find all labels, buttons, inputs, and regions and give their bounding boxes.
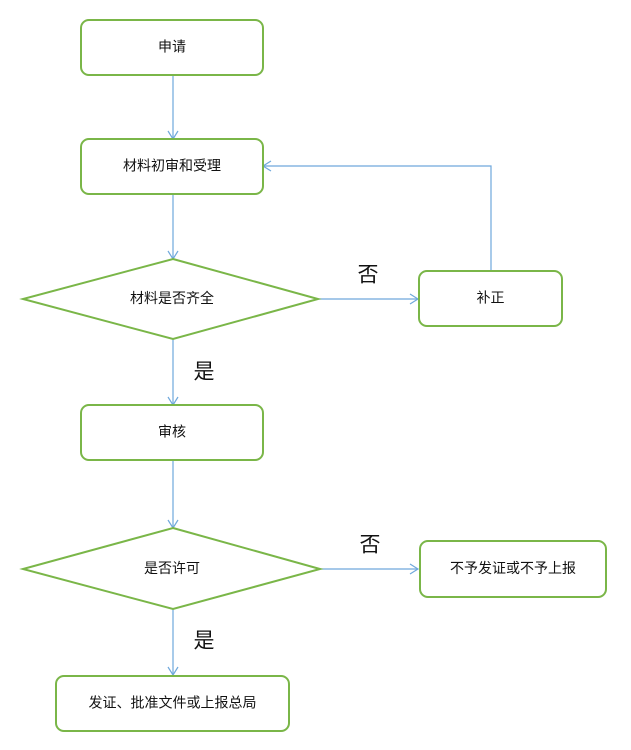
node-permit-diamond	[19, 526, 324, 611]
edge-label-permit-yes: 是	[194, 629, 215, 653]
node-materials-complete: 材料是否齐全	[19, 257, 322, 341]
node-supplement-box	[418, 270, 563, 327]
node-deny: 不予发证或不予上报	[419, 540, 607, 598]
node-supplement: 补正	[418, 270, 563, 327]
edge-label-materials-no: 否	[358, 263, 379, 287]
arrowhead	[409, 563, 420, 575]
node-issue-box	[55, 675, 290, 732]
node-apply-label: 申请	[158, 40, 186, 56]
node-apply-box	[80, 19, 264, 76]
node-initial-review-label: 材料初审和受理	[123, 158, 221, 175]
node-deny-box	[419, 540, 607, 598]
node-initial-review: 材料初审和受理	[80, 138, 264, 195]
node-deny-label: 不予发证或不予上报	[450, 561, 576, 577]
node-permit-label: 是否许可	[144, 561, 200, 577]
node-review-label: 审核	[158, 425, 186, 441]
node-initial-review-box	[80, 138, 264, 195]
node-materials-complete-label: 材料是否齐全	[130, 290, 214, 307]
node-materials-complete-diamond	[19, 257, 322, 341]
node-review: 审核	[80, 404, 264, 461]
node-permit: 是否许可	[19, 526, 324, 611]
node-supplement-label: 补正	[477, 291, 505, 307]
node-review-box	[80, 404, 264, 461]
edge-label-permit-no: 否	[360, 533, 381, 557]
node-issue: 发证、批准文件或上报总局	[55, 675, 290, 732]
edges	[167, 76, 492, 677]
edge-supplement-to-review	[263, 165, 492, 271]
node-apply: 申请	[80, 19, 264, 76]
node-issue-label: 发证、批准文件或上报总局	[89, 696, 257, 712]
edge-label-materials-yes: 是	[194, 360, 215, 384]
